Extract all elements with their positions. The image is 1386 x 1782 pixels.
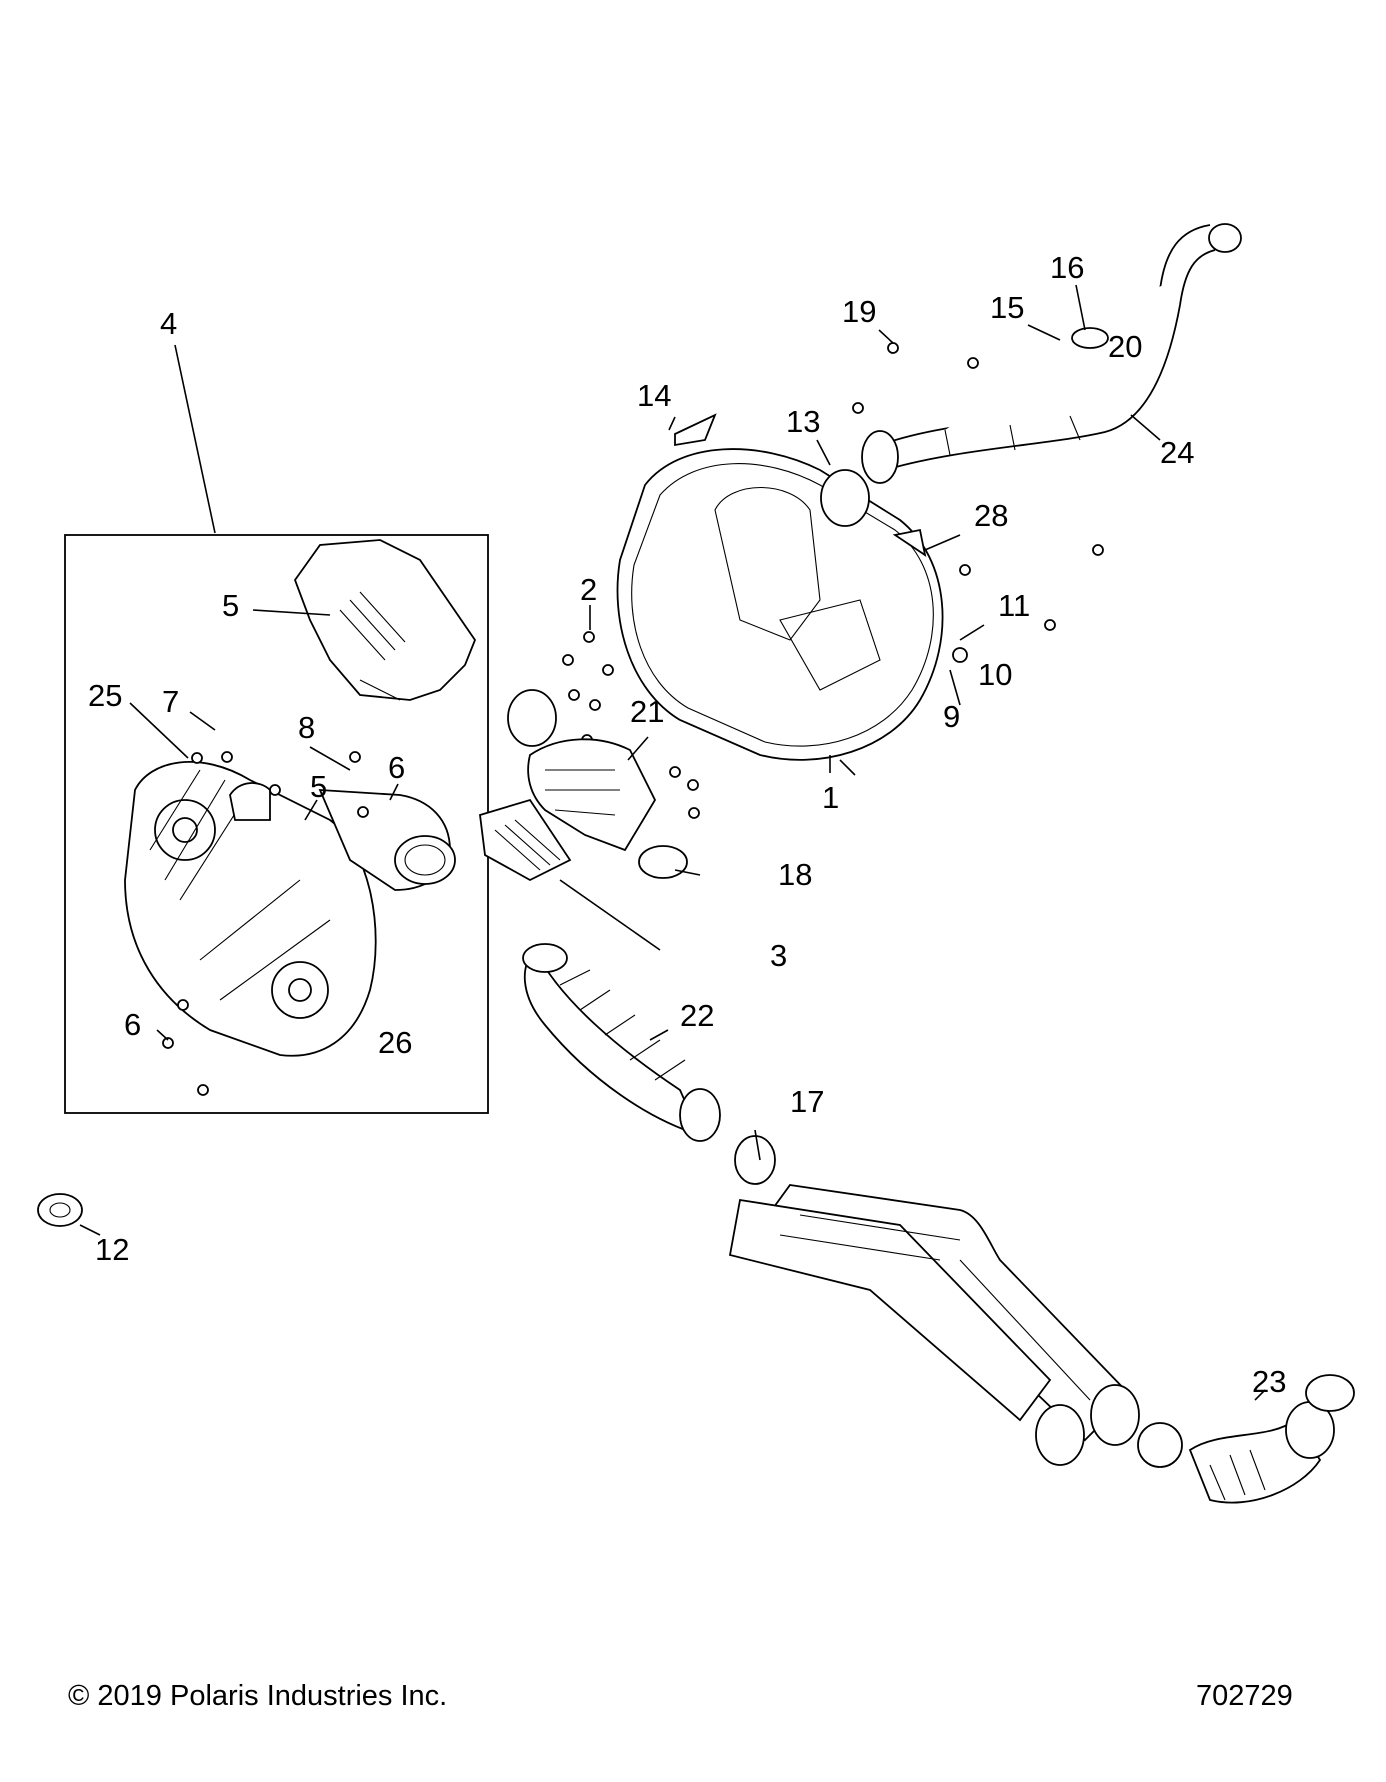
callout-20: 19: [842, 294, 876, 329]
intake-tube-part: [861, 223, 1242, 484]
callout-5: 5: [222, 588, 239, 623]
cooling-duct-part: [318, 789, 456, 891]
callout-2: 2: [580, 572, 597, 607]
washer-part: [37, 1193, 83, 1227]
outer-clutch-cover-part: [616, 448, 944, 761]
kit-fasteners: [162, 751, 369, 1096]
callout-labels: 4 5 25 7 8 5 6 6 26 12 2 21 18 3 22 17 2…: [88, 250, 1286, 1399]
callout-22: 21: [630, 694, 664, 729]
callout-14: 13: [786, 404, 820, 439]
callout-10: 9: [943, 699, 960, 734]
callout-21: 20: [1108, 329, 1142, 364]
callout-28: 28: [974, 498, 1008, 533]
callout-3: 3: [770, 938, 787, 973]
copyright-text: © 2019 Polaris Industries Inc.: [68, 1680, 448, 1712]
label-part: [892, 528, 927, 557]
callout-13: 12: [95, 1232, 129, 1267]
callout-12: 11: [998, 588, 1030, 623]
callout-18: 17: [790, 1084, 824, 1119]
callout-27: 26: [378, 1025, 412, 1060]
callout-9: 8: [298, 710, 315, 745]
decal-part: [674, 413, 717, 447]
clamp-part: [820, 469, 870, 527]
exhaust-duct-part: [728, 1184, 1355, 1504]
callout-19: 18: [778, 857, 812, 892]
inner-clutch-cover-part: [124, 760, 377, 1057]
callout-16: 15: [990, 290, 1024, 325]
inner-shield-part: [293, 539, 477, 701]
callout-23: 22: [680, 998, 714, 1033]
adapter-duct-part: [479, 689, 688, 882]
callout-17: 16: [1050, 250, 1084, 285]
callout-4: 4: [160, 306, 177, 341]
callout-7: 6: [124, 1007, 141, 1042]
strap-clamp-part: [1071, 327, 1109, 349]
callout-25: 24: [1160, 435, 1194, 470]
drawing-number: 702729: [1196, 1680, 1293, 1712]
leader-lines: [79, 284, 1266, 1401]
hose-clamp-part: [734, 1135, 776, 1185]
callout-26: 25: [88, 678, 122, 713]
callout-1: 1: [822, 780, 839, 815]
callout-6: 6: [388, 750, 405, 785]
callout-24: 23: [1252, 1364, 1286, 1399]
callout-15: 14: [637, 378, 671, 413]
callout-11: 10: [978, 657, 1012, 692]
callout-8: 7: [162, 684, 179, 719]
hose-part: [522, 943, 721, 1142]
callout-5-secondary: 5: [310, 769, 327, 804]
